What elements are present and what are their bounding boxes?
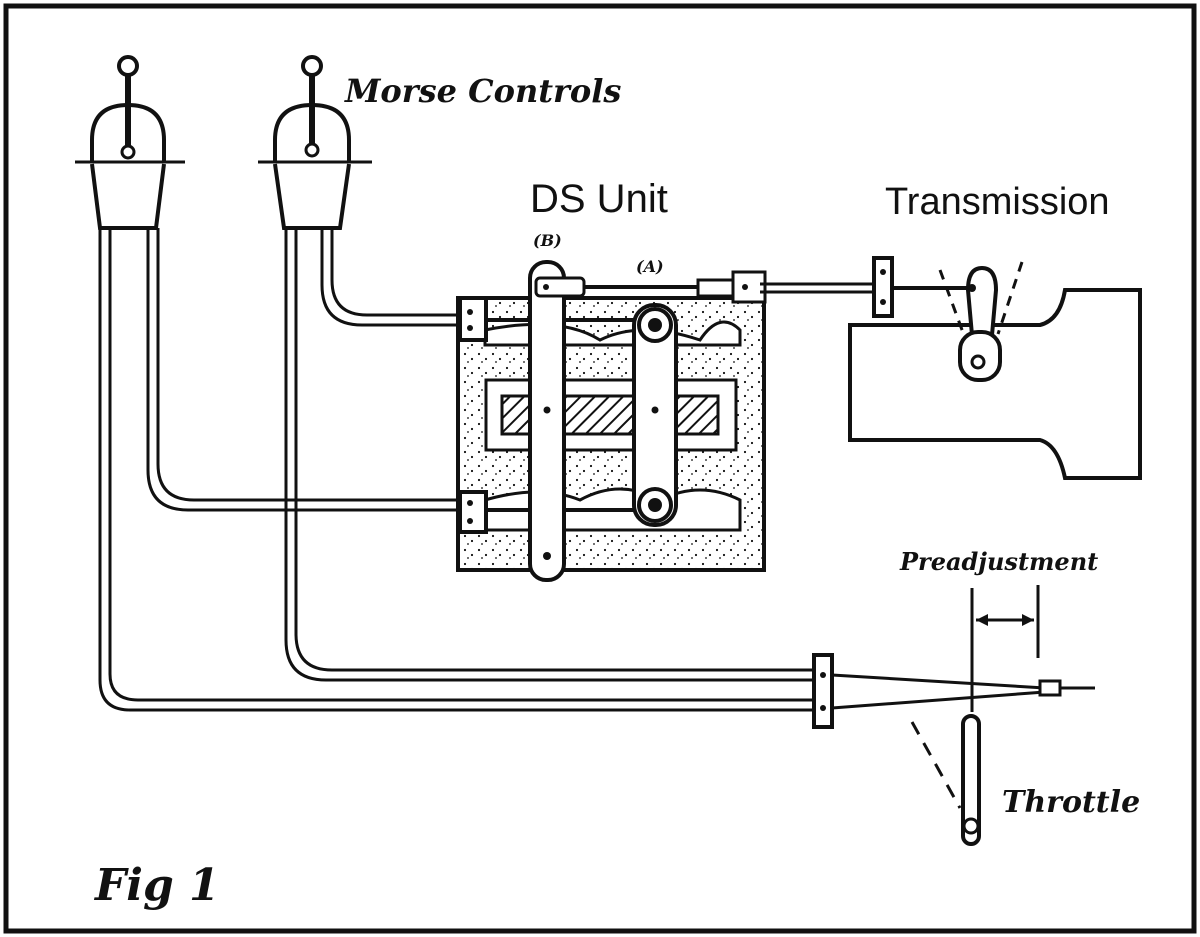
ds-unit-label: DS Unit [530, 177, 668, 221]
marker-a-label: (A) [636, 257, 664, 276]
lever-b [528, 260, 586, 582]
cable-left-inner [146, 228, 462, 512]
transmission-housing [848, 288, 1142, 480]
lever-a [632, 303, 678, 527]
shift-rod [584, 256, 972, 318]
preadjustment-label: Preadjustment [899, 547, 1098, 576]
cable-left-outer [98, 228, 815, 712]
morse-control-left [75, 55, 185, 230]
throttle-lever [910, 714, 981, 846]
cable-right-inner [320, 228, 462, 327]
preadjustment-dimension [970, 585, 1040, 712]
morse-control-right [258, 55, 372, 230]
transmission-label: Transmission [885, 181, 1110, 223]
transmission-lever [938, 261, 1024, 382]
marker-b-label: (B) [533, 231, 562, 250]
ds-unit-housing [456, 296, 766, 572]
morse-controls-label: Morse Controls [344, 72, 621, 110]
throttle-label: Throttle [1002, 785, 1140, 820]
cable-anchor-bracket [812, 653, 1095, 729]
clamp-lower [458, 490, 640, 534]
cable-right-outer [284, 228, 815, 682]
figure-caption: Fig 1 [93, 860, 220, 911]
